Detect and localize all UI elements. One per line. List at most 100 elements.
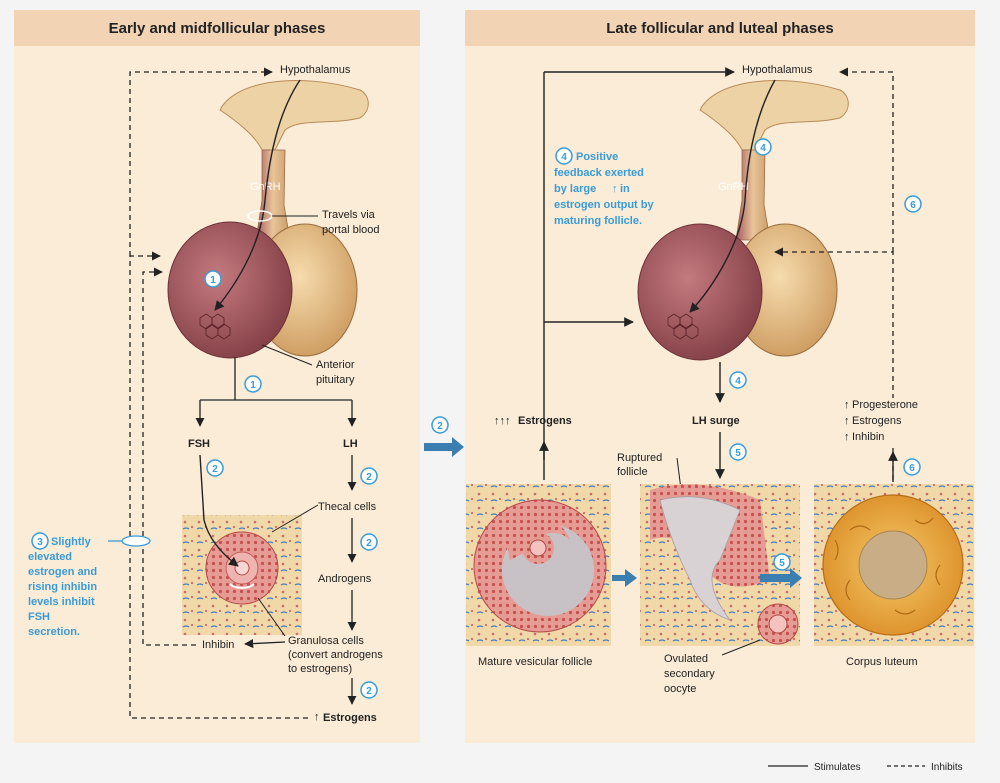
- svg-text:4: 4: [760, 143, 766, 154]
- left-follicle-image: [182, 515, 302, 635]
- ruptured-label-2: follicle: [617, 466, 648, 478]
- svg-text:2: 2: [366, 538, 372, 549]
- mature-follicle-image: [466, 484, 611, 646]
- left-panel-header: [14, 10, 420, 46]
- right-gnrh-arrow: [689, 79, 776, 313]
- oocyte-label-1: Ovulated: [664, 653, 708, 665]
- left-hypothalamus-label: Hypothalamus: [280, 64, 351, 76]
- step-1-circle-b: 1: [244, 375, 262, 393]
- svg-text:4: 4: [735, 376, 741, 387]
- step-2-circle-b: 2: [360, 467, 378, 485]
- step-5-circle-b: 5: [773, 553, 791, 571]
- step-5-circle-a: 5: [729, 443, 747, 461]
- portal-label-2: portal blood: [322, 224, 380, 236]
- svg-text:Inhibin: Inhibin: [852, 431, 884, 443]
- thecal-cells-label: Thecal cells: [318, 501, 377, 513]
- step-4-circle-lh: 4: [729, 371, 747, 389]
- oocyte-label-2: secondary: [664, 668, 715, 680]
- svg-text:6: 6: [909, 463, 915, 474]
- step-2-transition: 2: [424, 416, 464, 457]
- fsh-to-follicle-arrow: [199, 454, 239, 567]
- lh-label: LH: [343, 438, 358, 450]
- granulosa-label-2: (convert androgens: [288, 649, 383, 661]
- left-panel-title: Early and midfollicular phases: [109, 20, 326, 37]
- svg-text:1: 1: [250, 380, 256, 391]
- step-1-circle-a: 1: [204, 270, 222, 288]
- anterior-label-1: Anterior: [316, 359, 355, 371]
- note-3-marker: [121, 535, 151, 547]
- estrogen-inhibit-line: [129, 251, 308, 719]
- svg-text:feedback exerted: feedback exerted: [554, 167, 644, 179]
- legend-stimulates: Stimulates: [814, 762, 861, 773]
- step-2-circle-a: 2: [206, 459, 224, 477]
- svg-text:5: 5: [779, 558, 785, 569]
- step-2-circle-d: 2: [360, 681, 378, 699]
- svg-text:Progesterone: Progesterone: [852, 399, 918, 411]
- note-3: Slightly elevated estrogen and rising in…: [28, 536, 97, 638]
- svg-text:4: 4: [561, 152, 567, 163]
- step-3-circle: 3: [31, 532, 49, 550]
- svg-text:6: 6: [910, 200, 916, 211]
- legend-inhibits: Inhibits: [931, 762, 963, 773]
- svg-text:secretion.: secretion.: [28, 626, 80, 638]
- svg-text:levels inhibit: levels inhibit: [28, 596, 95, 608]
- luteal-inhibit-hypothalamus: [839, 67, 894, 252]
- right-panel-title: Late follicular and luteal phases: [606, 20, 834, 37]
- up-arrow-icon: ↑: [844, 431, 850, 443]
- luteinization-arrow: [760, 568, 802, 588]
- anterior-label-2: pituitary: [316, 374, 355, 386]
- left-estrogens-label: Estrogens: [323, 712, 377, 724]
- step-6-circle-bottom: 6: [903, 458, 921, 476]
- svg-text:estrogen and: estrogen and: [28, 566, 97, 578]
- portal-label-1: Travels via: [322, 209, 376, 221]
- legend: Stimulates Inhibits: [768, 762, 963, 773]
- granulosa-label-1: Granulosa cells: [288, 635, 364, 647]
- luteal-hormones: ↑ Progesterone ↑ Estrogens ↑ Inhibin: [840, 398, 920, 444]
- svg-text:elevated: elevated: [28, 551, 72, 563]
- svg-text:3: 3: [37, 537, 43, 548]
- up-arrow-icon: ↑: [844, 399, 850, 411]
- svg-text:2: 2: [366, 686, 372, 697]
- granulosa-label-3: to estrogens): [288, 663, 352, 675]
- up-arrow-icon: ↑: [612, 183, 618, 195]
- up-arrow-icon: ↑: [844, 415, 850, 427]
- step-2-circle-c: 2: [360, 533, 378, 551]
- svg-text:5: 5: [735, 448, 741, 459]
- lh-surge-label: LH surge: [692, 415, 740, 427]
- svg-text:in: in: [620, 183, 630, 195]
- svg-text:rising inhibin: rising inhibin: [28, 581, 97, 593]
- svg-text:by large: by large: [554, 183, 596, 195]
- right-hypothalamus-label: Hypothalamus: [742, 64, 813, 76]
- estrogen-inhibit-hypothalamus: [129, 67, 273, 256]
- fsh-label: FSH: [188, 438, 210, 450]
- right-estrogens-label: Estrogens: [518, 415, 572, 427]
- svg-text:2: 2: [437, 421, 443, 432]
- right-hypothalamus-pituitary: [637, 80, 849, 361]
- step-4-circle-note: 4: [555, 147, 573, 165]
- svg-text:Positive: Positive: [576, 151, 618, 163]
- inhibin-label: Inhibin: [202, 639, 234, 651]
- up-arrow-icon: ↑: [314, 711, 320, 723]
- corpus-luteum-label: Corpus luteum: [846, 656, 918, 668]
- svg-text:2: 2: [366, 472, 372, 483]
- triple-up-arrow-icon: ↑↑↑: [494, 415, 511, 427]
- anterior-leader: [261, 344, 313, 366]
- note-4: Positive feedback exerted by large ↑ in …: [554, 151, 654, 227]
- corpus-luteum-image: [814, 484, 974, 646]
- step-4-circle-gnrh: 4: [754, 138, 772, 156]
- svg-text:Estrogens: Estrogens: [852, 415, 902, 427]
- svg-text:FSH: FSH: [28, 611, 50, 623]
- svg-text:2: 2: [212, 464, 218, 475]
- ruptured-follicle-image: [640, 484, 800, 646]
- right-gnrh-label: GnRH: [718, 181, 749, 193]
- step-6-circle-top: 6: [904, 195, 922, 213]
- svg-text:maturing follicle.: maturing follicle.: [554, 215, 642, 227]
- androgens-label: Androgens: [318, 573, 372, 585]
- oocyte-label-3: oocyte: [664, 683, 696, 695]
- inhibin-inhibit-line: [142, 267, 196, 646]
- mature-follicle-label: Mature vesicular follicle: [478, 656, 592, 668]
- ruptured-label-1: Ruptured: [617, 452, 662, 464]
- left-gnrh-arrow: [214, 79, 301, 311]
- left-gnrh-label: GnRH: [250, 181, 281, 193]
